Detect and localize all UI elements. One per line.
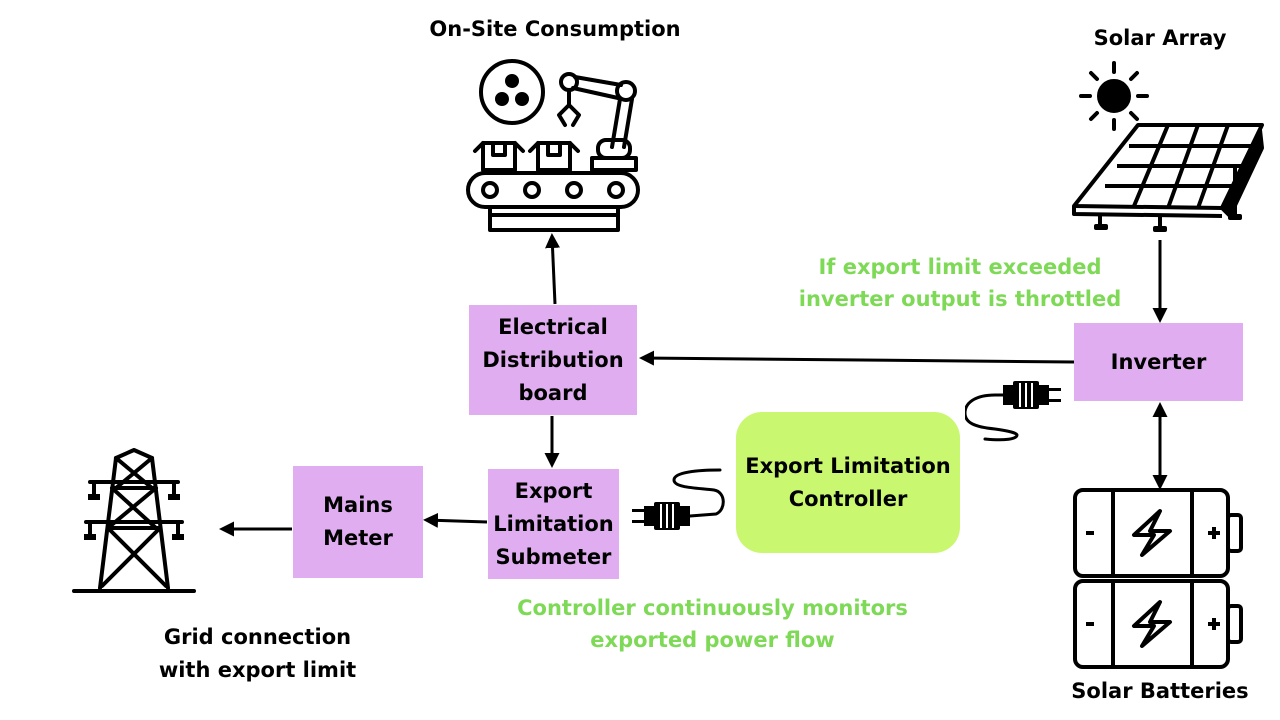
solar-panel-icon <box>1072 61 1264 232</box>
export-limitation-controller-box: Export Limitation Controller <box>736 412 960 553</box>
factory-conveyor-icon <box>466 59 640 232</box>
inverter-box: Inverter <box>1074 323 1243 401</box>
export-limitation-submeter-box: Export Limitation Submeter <box>488 469 619 579</box>
solar-array-label: Solar Array <box>1093 26 1227 50</box>
controller-line-2: Controller <box>788 486 908 511</box>
monitor-note-line-1: Controller continuously monitors <box>517 596 908 620</box>
mains-line-2: Meter <box>323 526 393 550</box>
inverter-label: Inverter <box>1110 349 1207 374</box>
controller-line-1: Export Limitation <box>745 453 951 478</box>
distribution-line-3: board <box>518 380 588 405</box>
monitor-note: Controller continuously monitors exporte… <box>505 592 920 656</box>
mains-line-1: Mains <box>323 493 393 517</box>
throttle-note-line-2: inverter output is throttled <box>798 287 1122 311</box>
transmission-tower-icon <box>72 448 196 593</box>
submeter-line-1: Export <box>514 478 593 503</box>
arrow-submeter-to-mains <box>423 512 488 528</box>
grid-connection-label-2: with export limit <box>158 658 357 682</box>
distribution-line-2: Distribution <box>482 347 624 372</box>
battery-icon <box>1073 579 1243 669</box>
distribution-line-1: Electrical <box>498 314 608 339</box>
solar-batteries-label: Solar Batteries <box>1071 679 1249 703</box>
throttle-note-line-1: If export limit exceeded <box>818 255 1102 279</box>
grid-connection-label-1: Grid connection <box>163 625 352 649</box>
mains-meter-box: Mains Meter <box>293 466 423 578</box>
arrow-distribution-to-consumption <box>545 233 561 305</box>
arrow-inverter-to-distribution <box>639 350 1075 366</box>
battery-icon <box>1073 488 1243 578</box>
submeter-line-2: Limitation <box>493 511 614 536</box>
plug-icon <box>632 468 725 530</box>
on-site-consumption-label: On-Site Consumption <box>429 17 681 41</box>
throttle-note: If export limit exceeded inverter output… <box>795 251 1125 315</box>
distribution-board-box: Electrical Distribution board <box>469 305 637 415</box>
submeter-line-3: Submeter <box>495 544 612 569</box>
monitor-note-line-2: exported power flow <box>590 628 835 652</box>
plug-icon <box>965 381 1061 442</box>
